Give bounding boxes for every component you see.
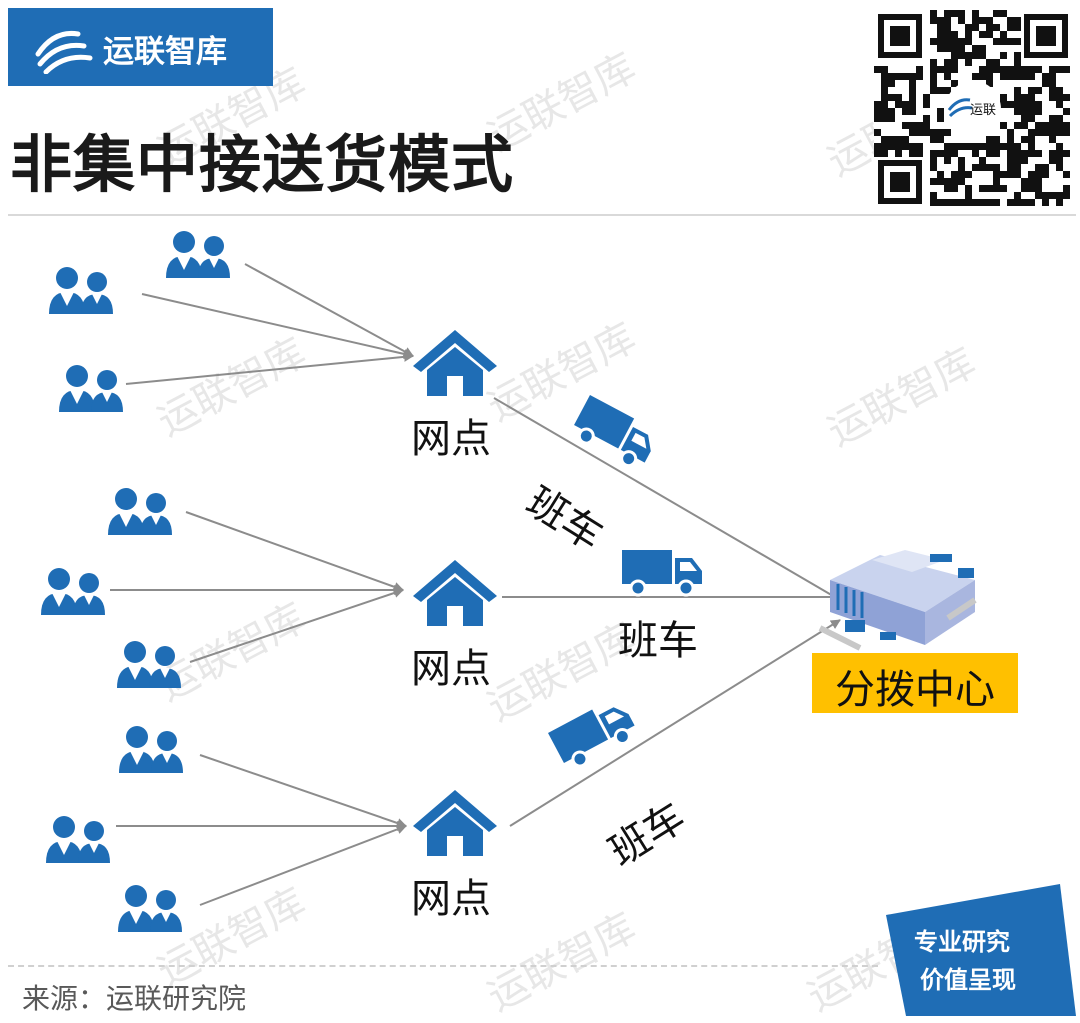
footer-divider [8,965,878,967]
arrow [199,754,407,828]
people-icon [166,231,230,278]
house-icon [413,330,497,396]
arrow [199,824,407,906]
people-icon [49,267,113,314]
warehouse-icon [818,550,977,651]
node-label: 网点 [411,876,491,922]
arrow [189,588,404,663]
people-icon [59,365,123,412]
truck-icon [546,693,642,775]
hub-label: 分拨中心 [835,667,995,713]
brand-logo: 运联智库 [8,8,273,86]
slogan-badge-shape [886,884,1076,1016]
truck-icon [567,393,663,474]
people-icon [119,726,183,773]
header-divider [8,214,1076,216]
slogan-line-1: 专业研究 [914,928,1010,956]
people-icon [117,641,181,688]
arrow [125,351,414,385]
people-icon [46,816,110,863]
slogan-line-2: 价值呈现 [920,966,1016,994]
house-icon [413,560,497,626]
qr-code: 运联 [874,10,1072,208]
house-icon [413,790,497,856]
truck-icon [620,548,704,597]
node-label: 网点 [411,646,491,692]
node-label: 网点 [411,416,491,462]
route-label: 班车 [618,618,698,664]
route-arrow [493,397,841,601]
people-icon [108,488,172,535]
arrow [185,511,404,592]
page-title: 非集中接送货模式 [10,128,515,201]
brand-swirl-icon [35,30,93,74]
source-label: 来源：运联研究院 [22,982,247,1015]
hub-label-box: 分拨中心 [812,653,1018,713]
arrow [244,263,414,357]
people-icon [41,568,105,615]
brand-name: 运联智库 [103,34,227,70]
people-icon [118,885,182,932]
route-arrow [509,619,841,827]
arrow [141,293,414,359]
qr-badge-label: 运联 [970,103,996,118]
